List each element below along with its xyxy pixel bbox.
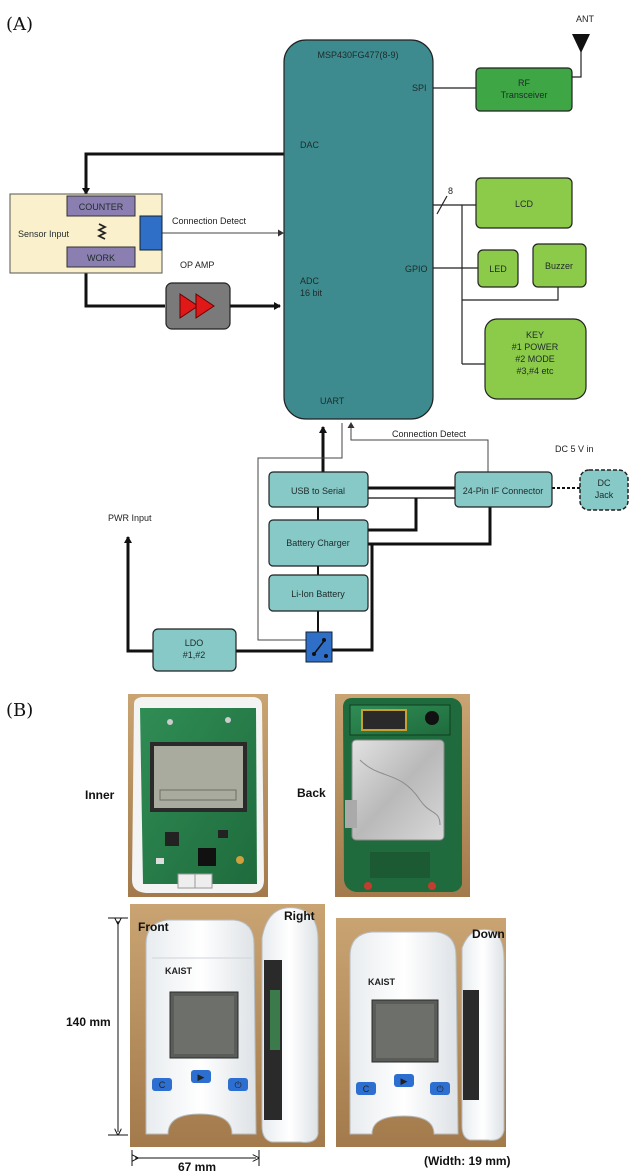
power-switch-icon [306,632,332,662]
photo-back [335,694,470,897]
back-label: Back [297,786,326,800]
mcu-block: MSP430FG477(8-9) SPI DAC ADC 16 bit GPIO… [284,40,433,419]
key-line-1: KEY [526,330,544,340]
photo-inner [128,694,268,897]
lcd-panel-icon [154,746,243,808]
usb-serial-block: USB to Serial [269,472,368,507]
li-ion-battery-label: Li-Ion Battery [291,589,345,599]
down-power-button-label: ⏻ [436,1084,443,1094]
connector-detect-icon [140,216,162,250]
height-dimension-label: 140 mm [66,1015,111,1029]
mcu-adc-bits: 16 bit [300,288,323,298]
rf-transceiver-block: RF Transceiver [476,68,572,111]
dc-in-label: DC 5 V in [555,444,594,454]
battery-charger-block: Battery Charger [269,520,368,566]
antenna-label: ANT [576,14,595,24]
ldo-block: LDO #1,#2 [153,629,236,671]
connection-detect-label-1: Connection Detect [172,216,247,226]
ldo-label-1: LDO [185,638,204,648]
battery-charger-label: Battery Charger [286,538,350,548]
down-label: Down [472,927,505,941]
mcu-adc-pin: ADC [300,276,320,286]
op-amp-block: OP AMP [166,260,230,329]
usb-serial-label: USB to Serial [291,486,345,496]
width-dimension-label: 67 mm [178,1160,216,1173]
down-c-button-label: C [363,1084,370,1094]
front-play-button-label: ▶ [198,1072,205,1082]
op-amp-label: OP AMP [180,260,214,270]
key-line-2: #1 POWER [512,342,559,352]
inner-label: Inner [85,788,115,802]
key-line-3: #2 MODE [515,354,555,364]
lcd-block: LCD 8 [448,178,572,228]
brand-logo-front: KAIST [165,966,193,976]
dc-jack-label-2: Jack [595,490,614,500]
work-electrode-label: WORK [87,253,115,263]
depth-dimension-label: (Width: 19 mm) [424,1154,511,1168]
sensor-input-block: COUNTER WORK Sensor Input [10,194,162,273]
rf-label-1: RF [518,78,530,88]
dc-jack-block: DC Jack [580,470,628,510]
mcu-name: MSP430FG477(8-9) [317,50,398,60]
lcd-label: LCD [515,199,534,209]
bus-width-label: 8 [448,186,453,196]
mcu-gpio-pin: GPIO [405,264,428,274]
key-block: KEY #1 POWER #2 MODE #3,#4 etc [485,319,586,399]
counter-electrode-label: COUNTER [79,202,124,212]
antenna-icon: ANT [572,14,595,53]
buzzer-block: Buzzer [533,244,586,287]
mcu-dac-pin: DAC [300,140,320,150]
down-play-button-label: ▶ [401,1076,408,1086]
panel-a-label: (A) [6,14,33,35]
front-power-button-label: ⏻ [234,1080,241,1090]
if-connector-block: 24-Pin IF Connector [455,472,552,507]
ldo-label-2: #1,#2 [183,650,206,660]
width-dimension: 67 mm [132,1150,259,1173]
mcu-uart-pin: UART [320,396,345,406]
pwr-input-label: PWR Input [108,513,152,523]
key-line-4: #3,#4 etc [516,366,554,376]
photo-front-right: KAIST C ▶ ⏻ [130,904,325,1147]
sensor-input-title: Sensor Input [18,229,70,239]
photo-down: KAIST C ▶ ⏻ [336,918,506,1147]
right-label: Right [284,909,315,923]
rf-label-2: Transceiver [501,90,548,100]
dc-jack-label-1: DC [598,478,611,488]
height-dimension: 140 mm [66,918,128,1135]
front-label: Front [138,920,169,934]
if-connector-label: 24-Pin IF Connector [463,486,544,496]
panel-b-label: (B) [6,700,33,721]
buzzer-label: Buzzer [545,261,573,271]
led-block: LED [478,250,518,287]
front-c-button-label: C [159,1080,166,1090]
li-ion-battery-block: Li-Ion Battery [269,575,368,611]
brand-logo-down: KAIST [368,977,396,987]
led-label: LED [489,264,507,274]
mcu-spi-pin: SPI [412,83,427,93]
connection-detect-label-2: Connection Detect [392,429,467,439]
